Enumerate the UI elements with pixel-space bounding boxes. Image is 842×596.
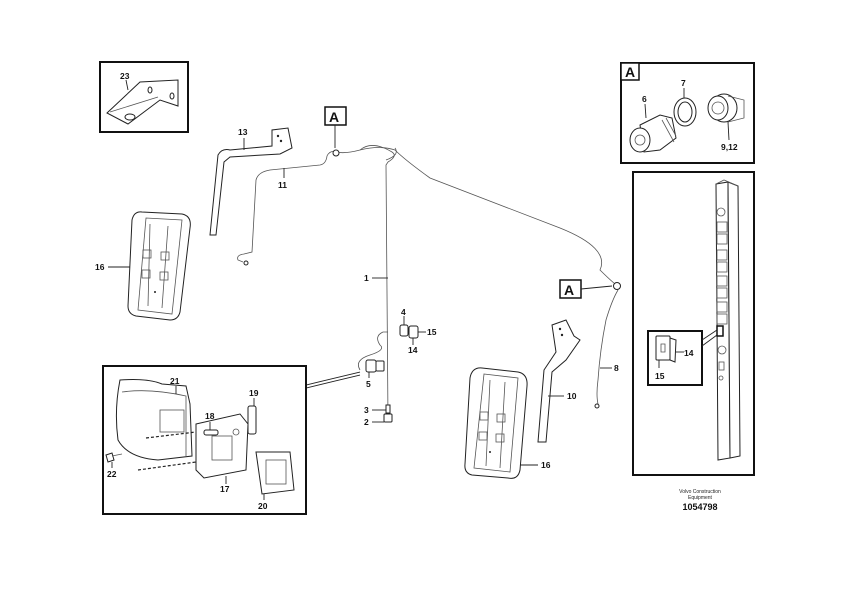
callout-11: 11 bbox=[278, 180, 287, 190]
callout-14-main: 14 bbox=[408, 345, 418, 355]
callout-6: 6 bbox=[642, 94, 647, 104]
callout-17: 17 bbox=[220, 484, 230, 494]
detail-box-label: A bbox=[625, 64, 635, 80]
callout-23: 23 bbox=[120, 71, 130, 81]
callout-14-panel: 14 bbox=[684, 348, 694, 358]
detail-box-bracket: 23 bbox=[99, 61, 189, 133]
reference-marker-a-top: A bbox=[324, 106, 347, 148]
callout-7: 7 bbox=[681, 78, 686, 88]
callout-15-main: 15 bbox=[427, 327, 437, 337]
connector-5: 5 bbox=[305, 359, 385, 389]
callout-9-12: 9,12 bbox=[721, 142, 738, 152]
company-name: Volvo Construction Equipment bbox=[679, 489, 721, 501]
harness-1: 1 bbox=[357, 145, 616, 421]
callout-5: 5 bbox=[366, 379, 371, 389]
callout-15-panel: 15 bbox=[655, 371, 665, 381]
callout-4: 4 bbox=[401, 307, 406, 317]
armrest-pad-16-left: 16 bbox=[95, 211, 191, 321]
harness-8: 8 bbox=[594, 282, 621, 409]
callout-16-right: 16 bbox=[541, 460, 551, 470]
svg-text:A: A bbox=[564, 282, 574, 298]
callout-16-left: 16 bbox=[95, 262, 105, 272]
callout-19: 19 bbox=[249, 388, 259, 398]
detail-box-connector-a: A 6 7 9,12 bbox=[620, 62, 755, 164]
harness-11: 11 bbox=[237, 149, 361, 266]
callout-2: 2 bbox=[364, 417, 369, 427]
armrest-pad-16-right: 16 bbox=[464, 367, 551, 479]
document-number: 1054798 bbox=[682, 502, 718, 512]
connector-4-14-15: 4 15 14 bbox=[399, 307, 437, 355]
callout-3: 3 bbox=[364, 405, 369, 415]
callout-18: 18 bbox=[205, 411, 215, 421]
terminal-2-3: 3 2 bbox=[364, 404, 393, 427]
callout-8: 8 bbox=[614, 363, 619, 373]
callout-10: 10 bbox=[567, 391, 577, 401]
callout-20: 20 bbox=[258, 501, 268, 511]
callout-13: 13 bbox=[238, 127, 248, 137]
bracket-10: 10 bbox=[537, 319, 581, 443]
detail-box-switch-housing: 21 22 17 18 19 20 bbox=[102, 365, 307, 515]
callout-21: 21 bbox=[170, 376, 180, 386]
callout-1: 1 bbox=[364, 273, 369, 283]
svg-text:A: A bbox=[329, 109, 339, 125]
bracket-13: 13 bbox=[209, 127, 293, 236]
callout-22: 22 bbox=[107, 469, 117, 479]
detail-box-switch-panel: 14 15 bbox=[632, 171, 755, 476]
reference-marker-a-right: A bbox=[559, 279, 613, 299]
